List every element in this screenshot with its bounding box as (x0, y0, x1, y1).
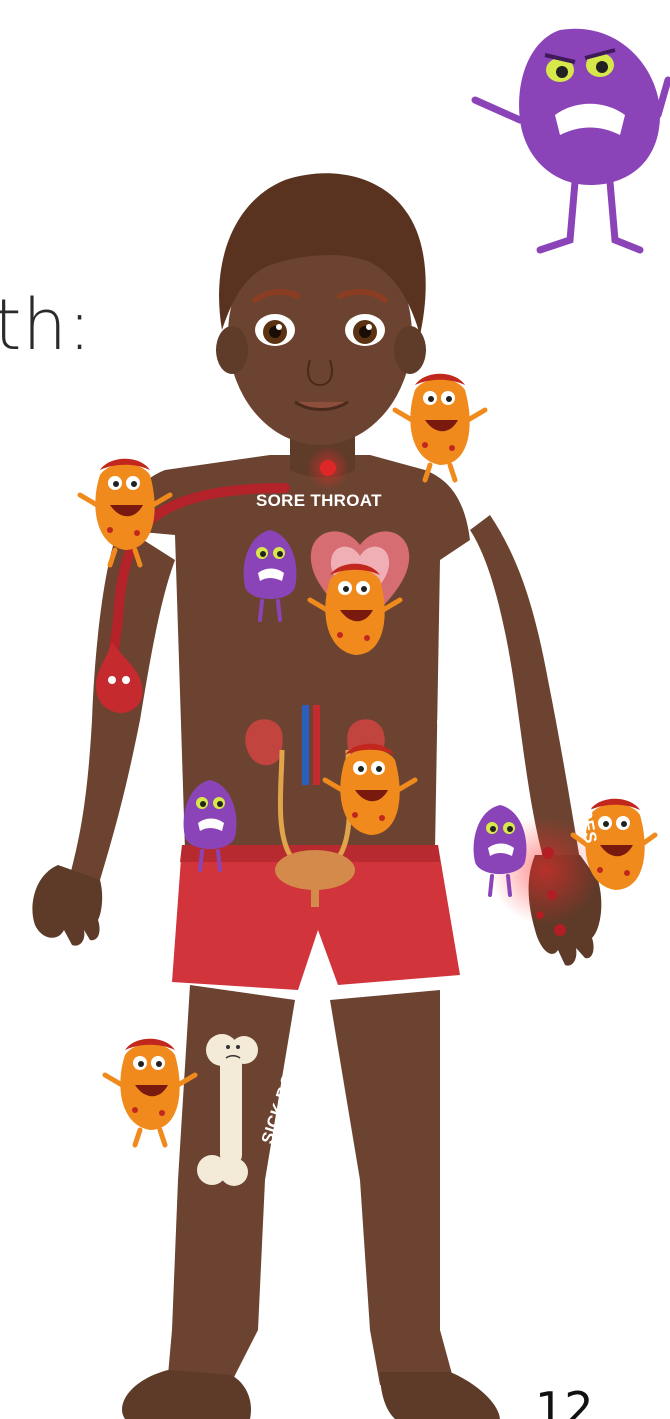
orange-germ-icon (395, 374, 485, 480)
label-sore-throat: SORE THROAT (256, 491, 382, 510)
boy-figure (32, 173, 601, 1419)
purple-germ-large-icon (475, 29, 668, 250)
page-number: 12 (535, 1386, 594, 1419)
throat-spot (320, 460, 336, 476)
label-sick-kidneys: SICK KIDNEYS (433, 716, 456, 841)
